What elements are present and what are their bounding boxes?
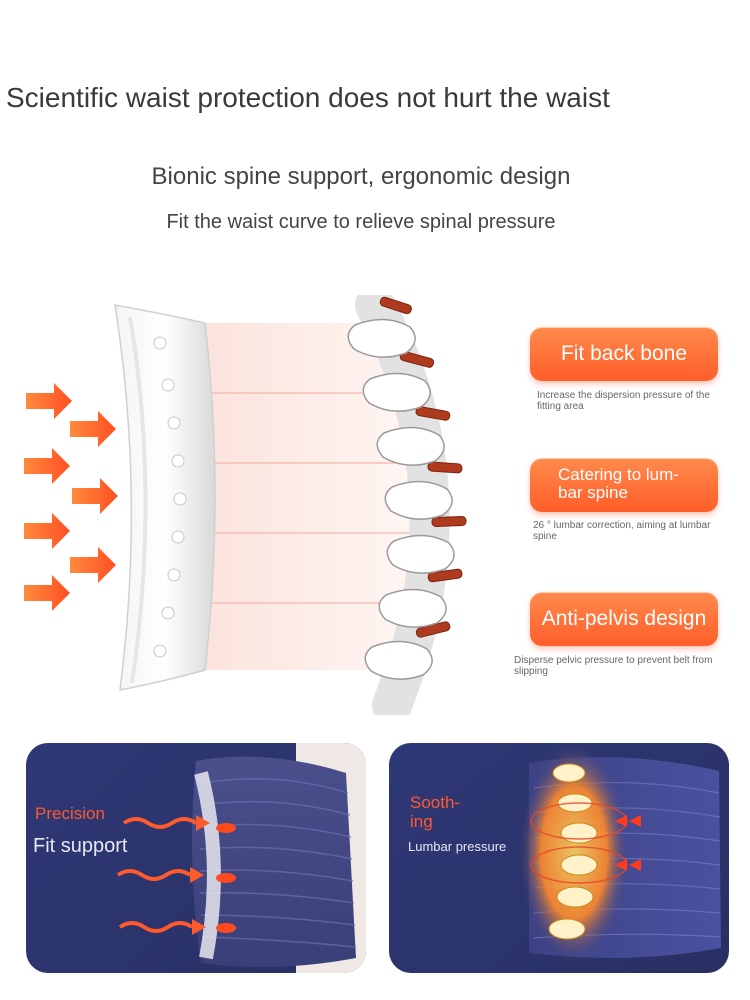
feature-title-line1: Catering to lum- bbox=[558, 465, 679, 484]
fit-support-label: Fit support bbox=[33, 835, 128, 857]
feature-title-line2: bar spine bbox=[558, 483, 628, 502]
soothing-line2: ing bbox=[410, 812, 433, 831]
feature-description: 26 ° lumbar correction, aiming at lumbar… bbox=[533, 520, 711, 542]
feature-title: Fit back bone bbox=[560, 342, 688, 365]
spine-illustration bbox=[347, 295, 467, 715]
soothing-line1: Sooth- bbox=[410, 793, 461, 812]
headline: Scientific waist protection does not hur… bbox=[6, 82, 610, 113]
tagline: Fit the waist curve to relieve spinal pr… bbox=[166, 211, 556, 233]
subheadline: Bionic spine support, ergonomic design bbox=[151, 163, 571, 190]
feature-anti-pelvis-badge: Anti-pelvis design bbox=[530, 592, 718, 646]
waist-belt-illustration bbox=[116, 743, 366, 973]
lumbar-pressure-label: Lumbar pressure bbox=[408, 839, 507, 854]
lumbar-belt-illustration bbox=[519, 743, 721, 963]
spine-support-illustration bbox=[24, 295, 467, 715]
feature-fit-back-bone-badge: Fit back bone bbox=[530, 327, 718, 381]
precision-fit-panel: Precision Fit support bbox=[26, 743, 366, 973]
feature-description: Increase the dispersion pressure of the … bbox=[537, 390, 710, 412]
soothing-panel: Sooth- ing Lumbar pressure bbox=[389, 743, 729, 973]
arrow-icon bbox=[24, 383, 118, 611]
soothing-label: Sooth- ing bbox=[410, 793, 460, 831]
precision-label: Precision bbox=[35, 804, 105, 823]
feature-description: Disperse pelvic pressure to prevent belt… bbox=[514, 655, 713, 677]
support-plate bbox=[114, 304, 216, 691]
feature-title: Anti-pelvis design bbox=[541, 607, 707, 630]
feature-lumbar-spine-badge: Catering to lum- bar spine bbox=[530, 458, 718, 512]
